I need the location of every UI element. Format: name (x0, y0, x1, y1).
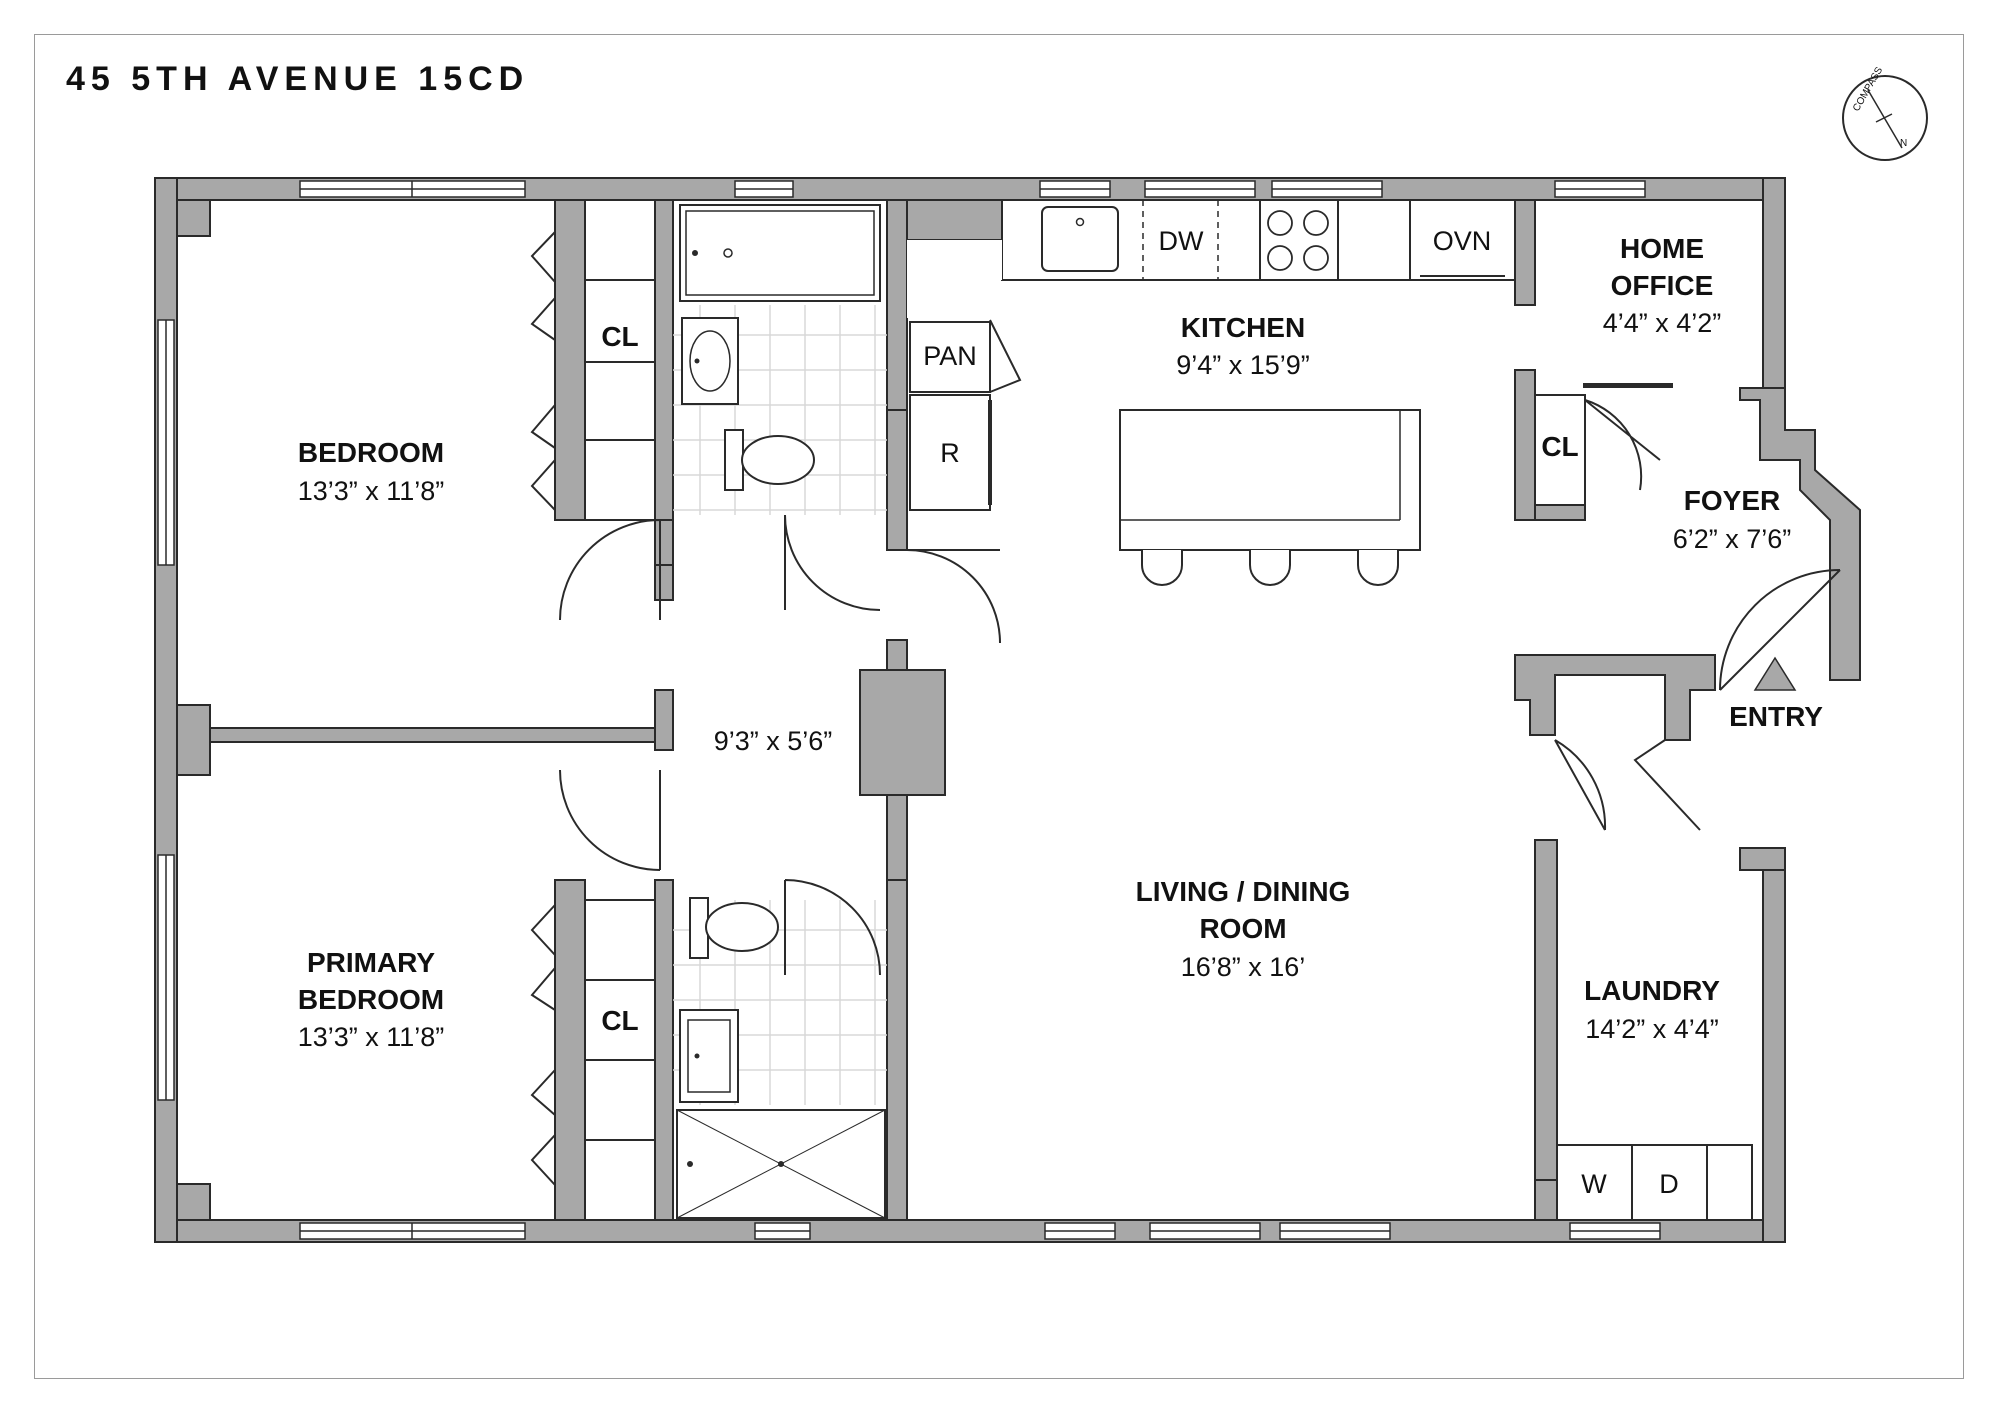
room-name-laundry: LAUNDRY (1584, 975, 1720, 1006)
room-name-office-2: OFFICE (1611, 270, 1714, 301)
wall-hall-right (886, 409, 908, 551)
wall-stub (654, 689, 674, 751)
wall-bath2-left (654, 879, 674, 1221)
burner-icon (1267, 245, 1293, 271)
room-name-primary-1: PRIMARY (307, 947, 435, 978)
labels: BEDROOM 13’3” x 11’8” PRIMARY BEDROOM 13… (298, 226, 1824, 1199)
label-closet-primary: CL (601, 1005, 638, 1036)
kitchen (907, 199, 1516, 586)
wall-bedroom-divider (176, 727, 661, 743)
door-entry (1719, 569, 1841, 691)
room-name-kitchen: KITCHEN (1181, 312, 1305, 343)
room-name-foyer: FOYER (1684, 485, 1780, 516)
closet-bedroom (584, 199, 656, 521)
refrigerator (909, 394, 991, 511)
pilaster (176, 199, 211, 237)
burner-icon (1267, 210, 1293, 236)
wall-closet2-back (554, 879, 586, 1221)
pilaster (176, 1183, 211, 1221)
compass-icon: N COMPASS (1842, 65, 1928, 161)
label-entry: ENTRY (1729, 701, 1823, 732)
wall-closet-back (554, 199, 586, 521)
stool-icon (1141, 550, 1183, 586)
door-laundry-right (1633, 739, 1701, 831)
door-laundry (1554, 739, 1607, 831)
pantry (909, 321, 991, 393)
room-name-living-2: ROOM (1199, 913, 1286, 944)
pillar (859, 669, 946, 796)
label-dishwasher: DW (1159, 226, 1204, 256)
room-dims-hall: 9’3” x 5’6” (714, 726, 833, 756)
stool-icon (1357, 550, 1399, 586)
toilet-icon (705, 902, 779, 952)
bathroom-1 (673, 204, 887, 515)
doors (559, 319, 1841, 976)
room-name-bedroom: BEDROOM (298, 437, 444, 468)
wall-laundry-left (1534, 839, 1558, 1181)
closet-office (1534, 394, 1586, 506)
label-pantry: PAN (923, 341, 977, 371)
compass-north: N (1900, 138, 1907, 149)
wall-right-lower-cap (1739, 847, 1786, 871)
label-oven: OVN (1433, 226, 1492, 256)
door-bath1 (784, 514, 881, 611)
kitchen-island (1119, 409, 1421, 551)
room-dims-living: 16’8” x 16’ (1181, 952, 1306, 982)
shower-head-icon (692, 250, 698, 256)
shower-head-icon (687, 1161, 693, 1167)
door-primary (559, 769, 661, 871)
door-bedroom (559, 519, 661, 621)
windows (157, 180, 1661, 1240)
label-closet-office: CL (1541, 431, 1578, 462)
room-dims-office: 4’4” x 4’2” (1603, 308, 1722, 338)
room-dims-laundry: 14’2” x 4’4” (1585, 1014, 1719, 1044)
bifold-doors (530, 231, 556, 1186)
room-name-living-1: LIVING / DINING (1136, 876, 1351, 907)
room-dims-bedroom: 13’3” x 11’8” (298, 476, 445, 506)
label-dryer: D (1659, 1169, 1679, 1199)
wall-laundry-top (1514, 654, 1716, 741)
laundry-machines (1556, 1144, 1753, 1221)
entry-arrow-icon (1753, 656, 1797, 691)
room-dims-foyer: 6’2” x 7’6” (1673, 524, 1792, 554)
page-frame (34, 34, 1964, 1379)
label-washer: W (1581, 1169, 1607, 1199)
wall-kitchen-corner (906, 199, 1003, 241)
stool-icon (1249, 550, 1291, 586)
door-office (1584, 399, 1661, 491)
label-refrigerator: R (940, 438, 960, 468)
burner-icon (1303, 210, 1329, 236)
wall-office-left-lower (1514, 369, 1536, 521)
bathtub (679, 204, 881, 302)
wall-right-lower (1762, 847, 1786, 1243)
pilaster-divider (176, 704, 211, 776)
oven (1409, 199, 1516, 281)
wall-foyer-angle (1739, 387, 1861, 681)
door-bath2 (784, 879, 881, 976)
room-dims-kitchen: 9’4” x 15’9” (1176, 350, 1310, 380)
sink (679, 1009, 739, 1103)
door-kitchen (906, 549, 1001, 644)
room-name-primary-2: BEDROOM (298, 984, 444, 1015)
wall-bath2-right (886, 879, 908, 1221)
wall-laundry-left-base (1534, 1179, 1558, 1221)
room-name-office-1: HOME (1620, 233, 1704, 264)
wall-right-upper (1762, 177, 1786, 389)
label-closet-bedroom: CL (601, 321, 638, 352)
sink-icon (1041, 206, 1119, 272)
bathroom-2 (673, 897, 887, 1219)
wall-stub (654, 519, 674, 566)
sink (681, 317, 739, 405)
closets (584, 199, 1586, 1221)
office-divider (1583, 383, 1673, 388)
wall-office-bottom (1534, 504, 1586, 521)
page-title: 45 5TH AVENUE 15CD (66, 60, 530, 98)
burner-icon (1303, 245, 1329, 271)
toilet-tank (724, 429, 744, 491)
wall-office-left (1514, 199, 1536, 306)
toilet-icon (741, 435, 815, 485)
room-dims-primary: 13’3” x 11’8” (298, 1022, 445, 1052)
